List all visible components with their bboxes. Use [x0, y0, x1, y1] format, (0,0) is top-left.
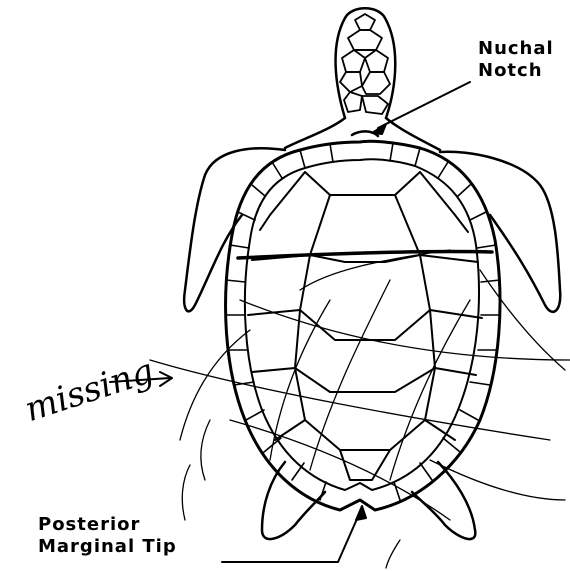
posterior-label-line2: Marginal Tip [38, 536, 177, 558]
nuchal-notch-label: Nuchal Notch [478, 38, 554, 82]
hatching-scribbles [150, 250, 570, 568]
posterior-marginal-tip-label: Posterior Marginal Tip [38, 514, 177, 558]
posterior-leader-line [222, 506, 366, 562]
nuchal-label-line2: Notch [478, 60, 554, 82]
nuchal-label-line1: Nuchal [478, 38, 554, 60]
carapace [226, 141, 500, 510]
head [336, 8, 396, 118]
nuchal-leader-line [372, 82, 470, 134]
neck [285, 118, 440, 150]
left-front-flipper [184, 148, 285, 311]
left-rear-flipper [262, 462, 325, 539]
posterior-label-line1: Posterior [38, 514, 177, 536]
